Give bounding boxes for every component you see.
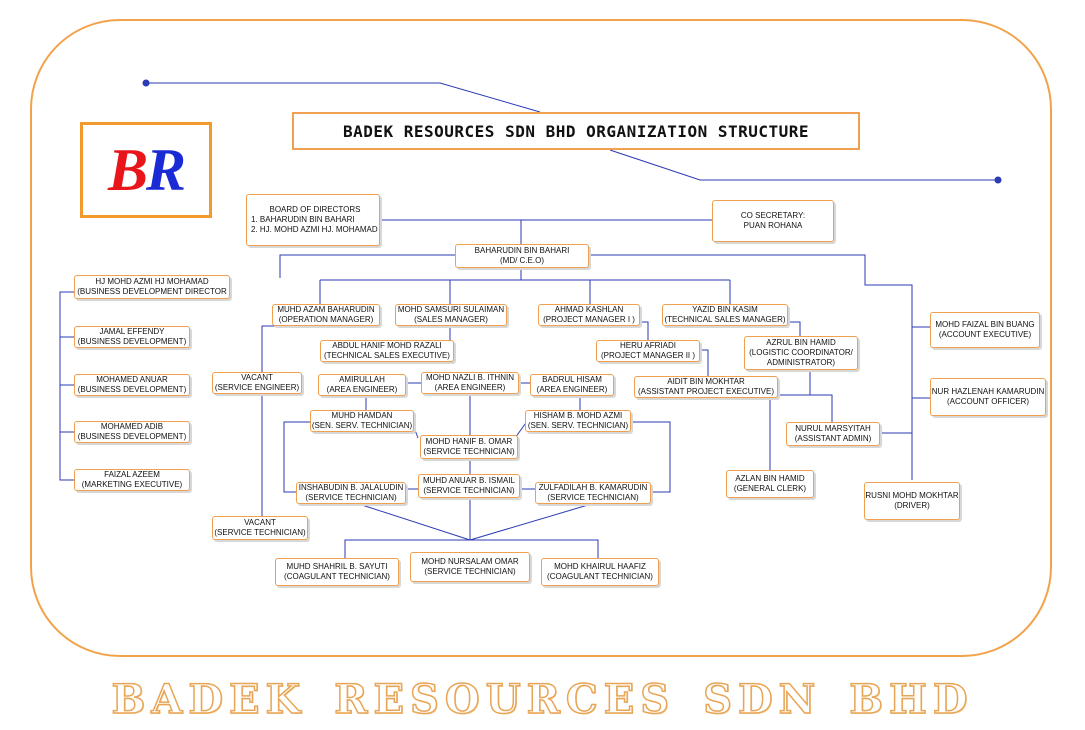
co-secretary-box: CO SECRETARY:PUAN ROHANA <box>712 200 834 242</box>
inshabudin-box: INSHABUDIN B. JALALUDIN(SERVICE TECHNICI… <box>296 482 406 504</box>
account-executive-box: MOHD FAIZAL BIN BUANG(ACCOUNT EXECUTIVE) <box>930 312 1040 348</box>
logo-lettering: BR <box>107 136 186 203</box>
account-officer-box: NUR HAZLENAH KAMARUDIN(ACCOUNT OFFICER) <box>930 378 1046 416</box>
decor-dot-left <box>142 79 150 87</box>
technical-sales-executive-box: ABDUL HANIF MOHD RAZALI(TECHNICAL SALES … <box>320 340 454 362</box>
amirullah-box: AMIRULLAH(AREA ENGINEER) <box>318 374 406 396</box>
hamdan-box: MUHD HAMDAN(SEN. SERV. TECHNICIAN) <box>310 410 414 432</box>
faizal-azeem-box: FAIZAL AZEEM(MARKETING EXECUTIVE) <box>74 469 190 491</box>
decor-dot-right <box>994 176 1002 184</box>
badrul-box: BADRUL HISAM(AREA ENGINEER) <box>530 374 614 396</box>
hisham-box: HISHAM B. MOHD AZMI(SEN. SERV. TECHNICIA… <box>525 410 631 432</box>
nursalam-box: MOHD NURSALAM OMAR(SERVICE TECHNICIAN) <box>410 552 530 582</box>
operation-manager-box: MUHD AZAM BAHARUDIN(OPERATION MANAGER) <box>272 304 380 326</box>
anuar-box: MOHAMED ANUAR(BUSINESS DEVELOPMENT) <box>74 374 190 396</box>
company-logo: BR <box>80 122 212 218</box>
logistic-coordinator-box: AZRUL BIN HAMID(LOGISTIC COORDINATOR/ADM… <box>744 336 858 370</box>
hanif-omar-box: MOHD HANIF B. OMAR(SERVICE TECHNICIAN) <box>420 435 518 459</box>
shahril-box: MUHD SHAHRIL B. SAYUTI(COAGULANT TECHNIC… <box>275 558 399 586</box>
assistant-project-executive-box: AIDIT BIN MOKHTAR(ASSISTANT PROJECT EXEC… <box>634 376 778 398</box>
chart-title: BADEK RESOURCES SDN BHD ORGANIZATION STR… <box>292 112 860 150</box>
khairul-box: MOHD KHAIRUL HAAFIZ(COAGULANT TECHNICIAN… <box>541 558 659 586</box>
board-of-directors-box: BOARD OF DIRECTORS 1. BAHARUDIN BIN BAHA… <box>246 194 380 246</box>
ceo-box: BAHARUDIN BIN BAHARI(MD/ C.E.O) <box>455 244 589 268</box>
assistant-admin-box: NURUL MARSYITAH(ASSISTANT ADMIN) <box>786 422 880 446</box>
technical-sales-manager-box: YAZID BIN KASIM(TECHNICAL SALES MANAGER) <box>662 304 788 326</box>
sales-manager-box: MOHD SAMSURI SULAIMAN(SALES MANAGER) <box>395 304 507 326</box>
nazli-box: MOHD NAZLI B. ITHNIN(AREA ENGINEER) <box>421 372 519 394</box>
vacant-service-engineer-box: VACANT(SERVICE ENGINEER) <box>212 372 302 394</box>
vacant-service-technician-box: VACANT(SERVICE TECHNICIAN) <box>212 516 308 540</box>
zulfadilah-box: ZULFADILAH B. KAMARUDIN(SERVICE TECHNICI… <box>535 482 651 504</box>
bd-director-box: HJ MOHD AZMI HJ MOHAMAD(BUSINESS DEVELOP… <box>74 275 230 299</box>
ismail-box: MUHD ANUAR B. ISMAIL(SERVICE TECHNICIAN) <box>418 474 520 498</box>
general-clerk-box: AZLAN BIN HAMID(GENERAL CLERK) <box>726 470 814 498</box>
jamal-box: JAMAL EFFENDY(BUSINESS DEVELOPMENT) <box>74 326 190 348</box>
driver-box: RUSNI MOHD MOKHTAR(DRIVER) <box>864 482 960 520</box>
project-manager-2-box: HERU AFRIADI(PROJECT MANAGER II ) <box>596 340 700 362</box>
project-manager-1-box: AHMAD KASHLAN(PROJECT MANAGER I ) <box>538 304 640 326</box>
adib-box: MOHAMED ADIB(BUSINESS DEVELOPMENT) <box>74 421 190 443</box>
